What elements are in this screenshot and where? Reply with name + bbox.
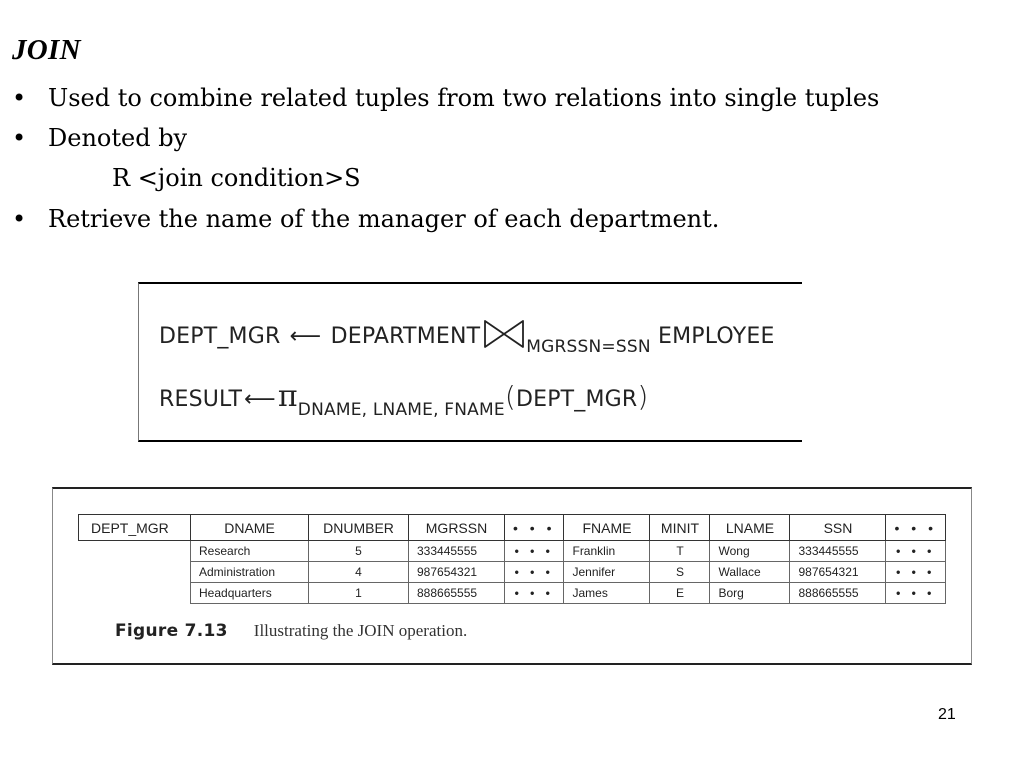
bowtie-icon [482,318,526,356]
table-cell: 333445555 [789,540,887,562]
table-cell: 333445555 [408,540,505,562]
assign-arrow: ⟵ [289,324,322,349]
table-cell: • • • [885,561,946,583]
table-cell: 4 [308,561,409,583]
column-header: DNUMBER [308,514,409,541]
table-cell: Wong [709,540,791,562]
expression-target: DEPT_MGR [159,324,281,349]
table-cell: 888665555 [408,582,505,604]
bullet-text: Retrieve the name of the manager of each… [48,205,720,233]
table-cell: • • • [503,582,565,604]
expression-line-join: DEPT_MGR ⟵ DEPARTMENT MGRSSN=SSN EMPLOYEE [159,318,775,357]
column-header: LNAME [709,514,791,541]
column-header: • • • [885,514,946,541]
figure-caption-text: Illustrating the JOIN operation. [253,621,468,640]
expression-right-relation: EMPLOYEE [657,324,775,349]
table-cell: 888665555 [789,582,887,604]
projection-operator: π [277,379,298,414]
table-cell: Headquarters [190,582,309,604]
table-cell: Borg [709,582,791,604]
empty-cell [79,583,191,604]
column-header: SSN [789,514,887,541]
column-header: • • • [503,514,565,541]
table-cell: James [563,582,651,604]
dept-mgr-table: DEPT_MGR DNAME DNUMBER MGRSSN • • • FNAM… [78,514,946,604]
bullet-symbol: • [12,205,27,233]
column-header: MGRSSN [408,514,505,541]
column-header: MINIT [649,514,711,541]
table-cell: T [649,540,711,562]
expression-left-relation: DEPARTMENT [330,324,481,349]
table-cell: 987654321 [789,561,887,583]
slide-title: JOIN [12,34,81,66]
bullet-text: Used to combine related tuples from two … [48,84,880,112]
table-cell: Franklin [563,540,651,562]
table-row: Administration 4 987654321 • • • Jennife… [79,561,946,583]
table-header-row: DEPT_MGR DNAME DNUMBER MGRSSN • • • FNAM… [78,514,946,541]
empty-cell [79,541,191,562]
table-cell: • • • [503,561,565,583]
page-number: 21 [938,706,956,723]
table-cell: • • • [885,582,946,604]
table-cell: • • • [503,540,565,562]
bullet-text: Denoted by [48,124,188,152]
figure-caption: Figure 7.13 Illustrating the JOIN operati… [115,621,467,641]
bullet-item-combine: • Used to combine related tuples from two… [12,84,879,112]
column-header: DNAME [190,514,309,541]
figure-join-result: DEPT_MGR DNAME DNUMBER MGRSSN • • • FNAM… [52,487,972,665]
table-cell: Administration [190,561,309,583]
table-cell: 5 [308,540,409,562]
relation-name: DEPT_MGR [78,514,191,541]
bullet-item-denoted: • Denoted by [12,124,187,152]
bullet-symbol: • [12,84,27,112]
join-notation: R <join condition>S [112,164,361,192]
close-paren: ) [637,380,649,413]
column-header: FNAME [563,514,651,541]
table-cell: Wallace [709,561,791,583]
expression-box: DEPT_MGR ⟵ DEPARTMENT MGRSSN=SSN EMPLOYEE… [138,282,802,442]
table-cell: Jennifer [563,561,651,583]
table-cell: • • • [885,540,946,562]
bullet-item-retrieve: • Retrieve the name of the manager of eac… [12,205,719,233]
table-cell: S [649,561,711,583]
bullet-symbol: • [12,124,27,152]
table-cell: 987654321 [408,561,505,583]
assign-arrow: ⟵ [244,387,276,412]
table-row: Headquarters 1 888665555 • • • James E B… [79,582,946,604]
projection-attributes: DNAME, LNAME, FNAME [297,400,505,420]
empty-cell [79,562,191,583]
expression-line-project: RESULT⟵πDNAME, LNAME, FNAME(DEPT_MGR) [159,379,649,420]
join-condition: MGRSSN=SSN [526,337,651,357]
table-cell: Research [190,540,309,562]
expression-target: RESULT [159,387,243,412]
table-cell: E [649,582,711,604]
open-paren: ( [504,380,516,413]
table-cell: 1 [308,582,409,604]
table-row: Research 5 333445555 • • • Franklin T Wo… [79,540,946,562]
figure-label: Figure 7.13 [115,621,228,641]
projection-argument: DEPT_MGR [515,387,638,412]
